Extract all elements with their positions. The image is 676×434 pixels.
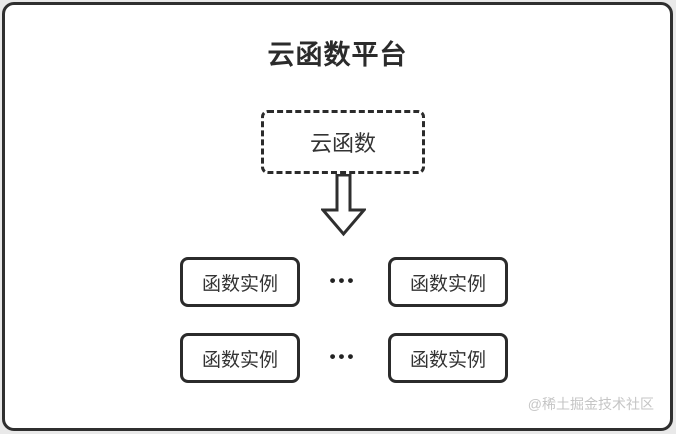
watermark-text: @稀土掘金技术社区 <box>527 396 654 412</box>
function-instance-label: 函数实例 <box>409 349 486 371</box>
function-instance-label: 函数实例 <box>409 273 486 295</box>
function-instance-node: 函数实例 <box>388 257 508 307</box>
function-instance-node: 函数实例 <box>180 333 300 383</box>
function-instance-label: 函数实例 <box>201 273 278 295</box>
diagram-title: 云函数平台 <box>267 40 408 70</box>
ellipsis-row1: ••• <box>329 271 357 290</box>
cloud-function-label: 云函数 <box>309 131 376 156</box>
cloud-function-node: 云函数 <box>261 110 425 174</box>
function-instance-label: 函数实例 <box>201 349 278 371</box>
function-instance-node: 函数实例 <box>388 333 508 383</box>
ellipsis-row2: ••• <box>329 347 357 366</box>
down-arrow-icon <box>321 174 366 237</box>
function-instance-node: 函数实例 <box>180 257 300 307</box>
